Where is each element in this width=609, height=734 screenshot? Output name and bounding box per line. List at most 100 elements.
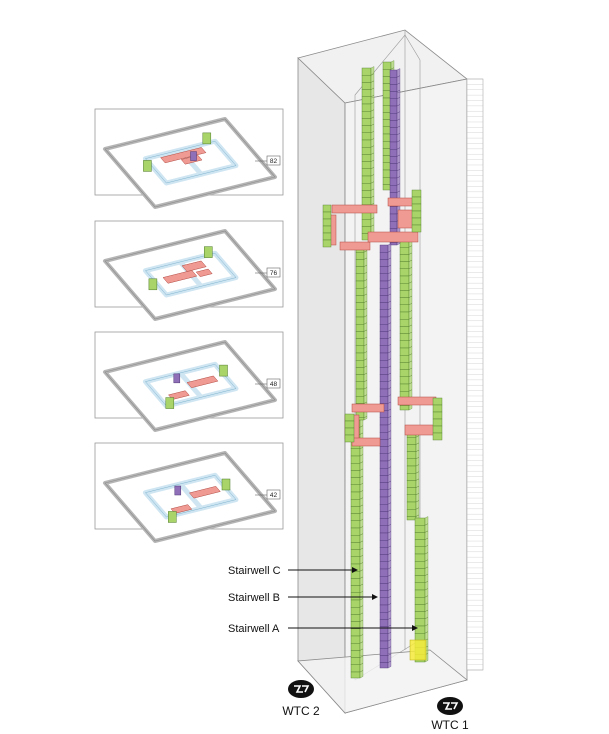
floor-slab-edge xyxy=(104,452,276,542)
wtc2-badge: WTC 2 xyxy=(282,680,320,718)
stair-segment xyxy=(382,68,392,77)
core-corridor-edge xyxy=(144,474,237,518)
stair-segment xyxy=(361,74,372,83)
stair-segment xyxy=(350,549,361,557)
stair-segment xyxy=(379,396,389,404)
stairwell-a-label: Stairwell A xyxy=(228,623,280,635)
stair-segment xyxy=(361,190,372,198)
stair-segment xyxy=(355,345,365,354)
stair-segment xyxy=(350,506,361,514)
stair-segment xyxy=(361,132,372,141)
stair-segment xyxy=(411,189,422,198)
stair-segment xyxy=(399,304,410,313)
stair-segment xyxy=(389,141,398,150)
stair-segment xyxy=(399,369,410,378)
stair-segment xyxy=(414,539,426,547)
stair-segment xyxy=(361,125,372,133)
stair-segment xyxy=(382,97,392,106)
stair-segment xyxy=(382,76,392,84)
stair-segment xyxy=(382,133,392,142)
stair-segment xyxy=(361,82,372,90)
stair-segment xyxy=(355,280,365,289)
stairwell-block xyxy=(143,160,152,172)
stair-segment xyxy=(379,525,389,534)
stair-segment xyxy=(350,643,361,651)
stair-segment xyxy=(379,662,389,669)
stair-segment xyxy=(379,251,389,260)
stair-segment xyxy=(350,499,361,507)
stair-segment xyxy=(344,427,355,436)
stair-segment xyxy=(382,90,392,99)
stair-segment xyxy=(379,345,389,354)
stairwell-b-block xyxy=(174,485,182,496)
stair-segment xyxy=(406,501,417,510)
transfer-corridor xyxy=(351,437,381,447)
stair-segment xyxy=(379,583,389,591)
stair-segment xyxy=(399,268,410,277)
transfer-corridor xyxy=(339,241,371,251)
stair-segment xyxy=(355,388,365,397)
stair-segment xyxy=(399,246,410,255)
stair-segment xyxy=(406,494,417,503)
stair-segment xyxy=(406,444,417,452)
stair-segment xyxy=(379,302,389,311)
stairwell-c-mid xyxy=(355,243,368,421)
floor-plan-panel: 42 xyxy=(94,442,284,543)
stair-segment xyxy=(361,161,372,170)
tower-3d-model xyxy=(297,29,484,715)
stair-segment xyxy=(389,120,398,128)
stair-segment xyxy=(379,532,389,541)
stair-segment xyxy=(355,295,365,303)
core-corridor-divider xyxy=(178,482,204,510)
floor-label: 42 xyxy=(270,492,278,499)
stair-segment xyxy=(350,592,361,601)
wtc-port-authority-logo-icon xyxy=(288,680,314,698)
stair-segment xyxy=(379,309,389,318)
stair-segment xyxy=(382,162,392,171)
stair-segment xyxy=(379,568,389,577)
stair-segment xyxy=(406,437,417,445)
stair-segment xyxy=(379,338,389,347)
floor-plan-panel: 48 xyxy=(94,331,284,432)
stair-segment xyxy=(389,206,398,215)
stair-segment xyxy=(406,487,417,496)
stair-segment xyxy=(350,628,361,637)
stair-segment xyxy=(355,331,365,339)
stair-segment xyxy=(379,259,389,267)
stair-segment xyxy=(414,597,426,605)
stair-segment xyxy=(379,331,389,339)
stair-segment xyxy=(406,473,417,481)
stair-segment xyxy=(382,104,392,113)
stair-segment xyxy=(355,396,365,404)
stair-segment xyxy=(355,324,365,332)
stair-segment xyxy=(399,340,410,349)
stair-segment xyxy=(355,309,365,318)
stair-segment xyxy=(361,118,372,126)
stair-segment xyxy=(382,176,392,185)
core-corridor-edge xyxy=(144,252,237,296)
stair-segment xyxy=(322,218,332,227)
stair-segment xyxy=(361,110,372,119)
stair-segment xyxy=(414,604,426,612)
stair-segment xyxy=(379,424,389,433)
stair-segment xyxy=(379,655,389,663)
stair-segment xyxy=(389,91,398,99)
stair-segment xyxy=(379,504,389,512)
stair-segment xyxy=(389,156,398,164)
stair-segment xyxy=(414,525,426,533)
transfer-corridor xyxy=(195,268,213,277)
stair-segment xyxy=(399,254,410,262)
stair-segment xyxy=(379,554,389,562)
stair-segment xyxy=(350,556,361,565)
stair-segment xyxy=(379,489,389,498)
wtc1-label: WTC 1 xyxy=(431,718,469,732)
stair-segment xyxy=(399,405,410,411)
core-corridor-edge xyxy=(144,140,237,184)
stair-segment xyxy=(399,275,410,284)
stairwell-block xyxy=(148,278,158,291)
stair-segment xyxy=(361,103,372,112)
stair-segment xyxy=(379,381,389,390)
stair-segment xyxy=(361,146,372,155)
stair-segment xyxy=(379,374,389,383)
stairwell-b-block xyxy=(190,151,197,161)
